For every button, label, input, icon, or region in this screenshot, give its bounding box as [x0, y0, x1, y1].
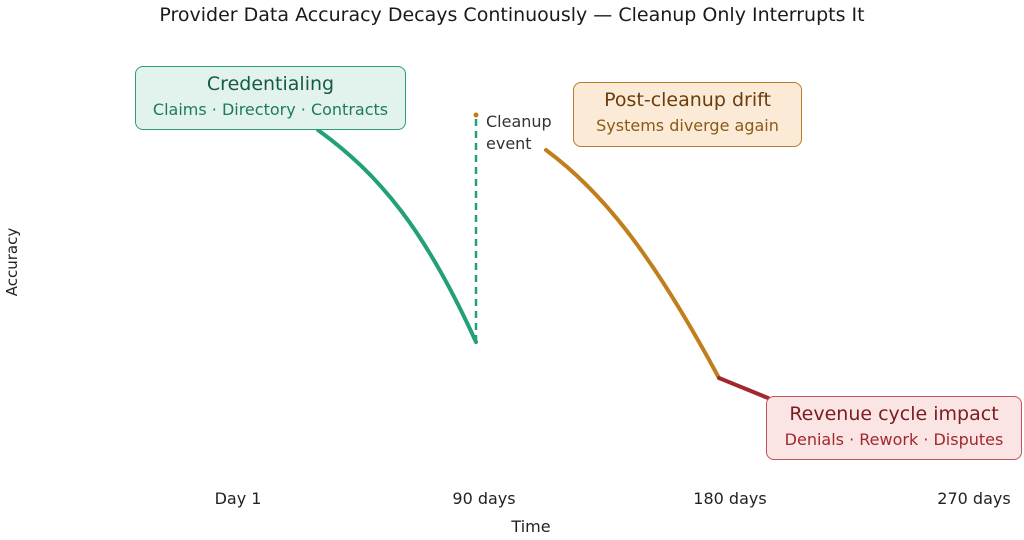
cleanup-label-line-1: Cleanup [486, 112, 552, 131]
revenue-impact-segment [717, 376, 770, 400]
x-tick-label: 270 days [937, 489, 1011, 508]
revenue-heading: Revenue cycle impact [789, 403, 999, 425]
revenue-cycle-impact-box: Revenue cycle impact Denials · Rework · … [766, 396, 1022, 460]
revenue-subtext: Denials · Rework · Disputes [784, 430, 1004, 449]
post-cleanup-drift-curve [544, 148, 721, 380]
cleanup-label-line-2: event [486, 134, 532, 153]
x-axis-label: Time [511, 517, 551, 536]
cleanup-marker-dot [473, 112, 479, 118]
drift-heading: Post-cleanup drift [604, 89, 771, 111]
post-cleanup-drift-box: Post-cleanup drift Systems diverge again [573, 82, 802, 147]
credentialing-subtext: Claims · Directory · Contracts [152, 100, 389, 119]
credentialing-box: Credentialing Claims · Directory · Contr… [135, 66, 406, 130]
credentialing-heading: Credentialing [206, 73, 335, 95]
x-tick-label: 180 days [693, 489, 767, 508]
cleanup-event-label: Cleanup event [486, 111, 552, 155]
x-tick-label: 90 days [452, 489, 516, 508]
drift-subtext: Systems diverge again [596, 116, 779, 135]
chart-title: Provider Data Accuracy Decays Continuous… [159, 4, 865, 26]
x-tick-label: Day 1 [214, 489, 262, 508]
pre-cleanup-decay-curve [316, 128, 478, 344]
